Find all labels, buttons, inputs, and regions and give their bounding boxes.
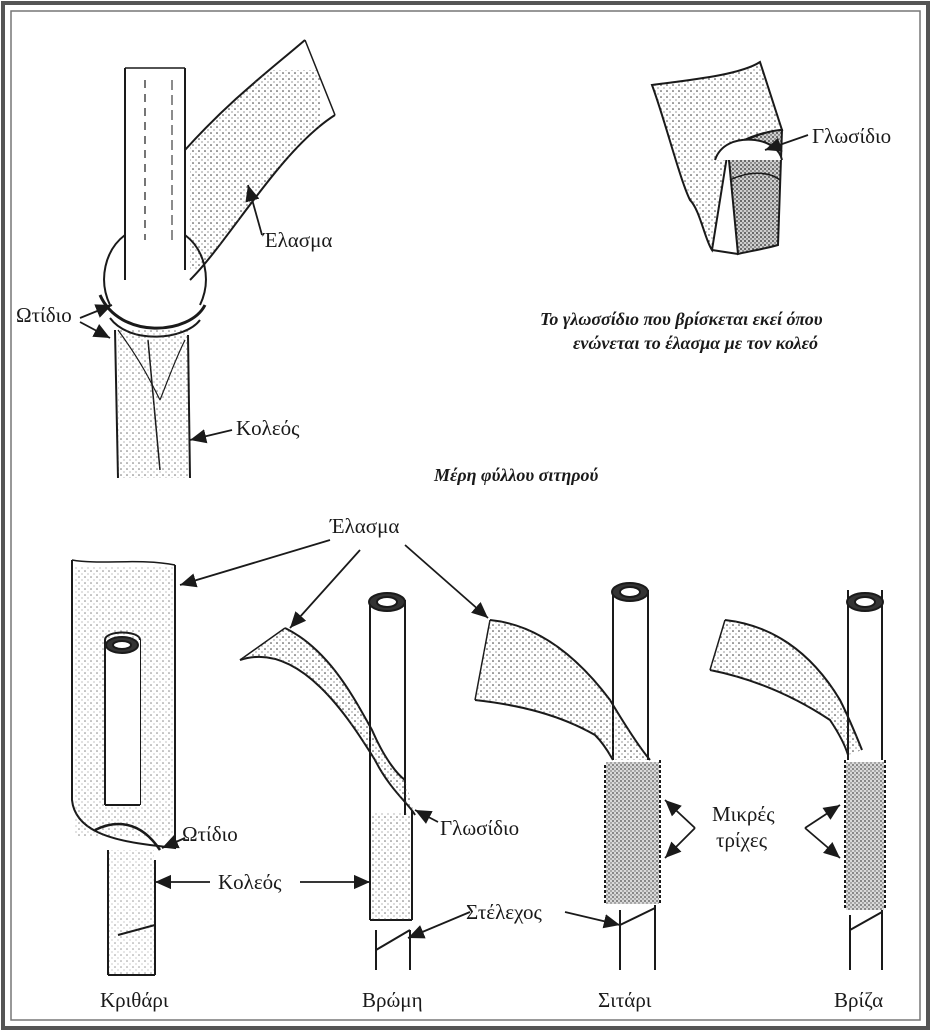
label-auricle-bottom: Ωτίδιο (182, 822, 238, 846)
ligule-caption-line1: Το γλωσσίδιο που βρίσκεται εκεί όπου (540, 309, 823, 329)
barley-illustration (71, 559, 176, 976)
plant-name-oats: Βρώμη (362, 988, 423, 1012)
oats-illustration (239, 592, 416, 970)
label-blade-top: Έλασμα (263, 228, 333, 252)
label-sheath-top: Κολεός (236, 416, 300, 440)
ligule-detail-illustration (650, 60, 784, 256)
plant-name-rye: Βρίζα (834, 988, 884, 1012)
label-blade-bottom: Έλασμα (330, 514, 400, 538)
plant-name-wheat: Σιτάρι (598, 988, 652, 1012)
label-ligule-detail: Γλωσίδιο (812, 124, 892, 148)
ligule-caption-line2: ενώνεται το έλασμα με τον κολεό (573, 333, 819, 353)
rye-illustration (709, 590, 886, 970)
label-auricle-top: Ωτίδιο (16, 303, 72, 327)
label-sheath-bottom: Κολεός (218, 870, 282, 894)
top-left-leader-lines (79, 184, 263, 444)
inner-frame (10, 10, 921, 1021)
figure-title: Μέρη φύλλου σιτηρού (434, 465, 599, 485)
ligule-leader-line (764, 134, 809, 152)
label-hairs-line2: τρίχες (716, 828, 768, 852)
bottom-leader-lines (155, 539, 841, 939)
main-stem-illustration (98, 39, 336, 479)
plant-name-barley: Κριθάρι (100, 988, 169, 1012)
label-stem: Στέλεχος (466, 900, 542, 924)
label-ligule-bottom: Γλωσίδιο (440, 816, 520, 840)
label-hairs-line1: Μικρές (712, 802, 775, 826)
